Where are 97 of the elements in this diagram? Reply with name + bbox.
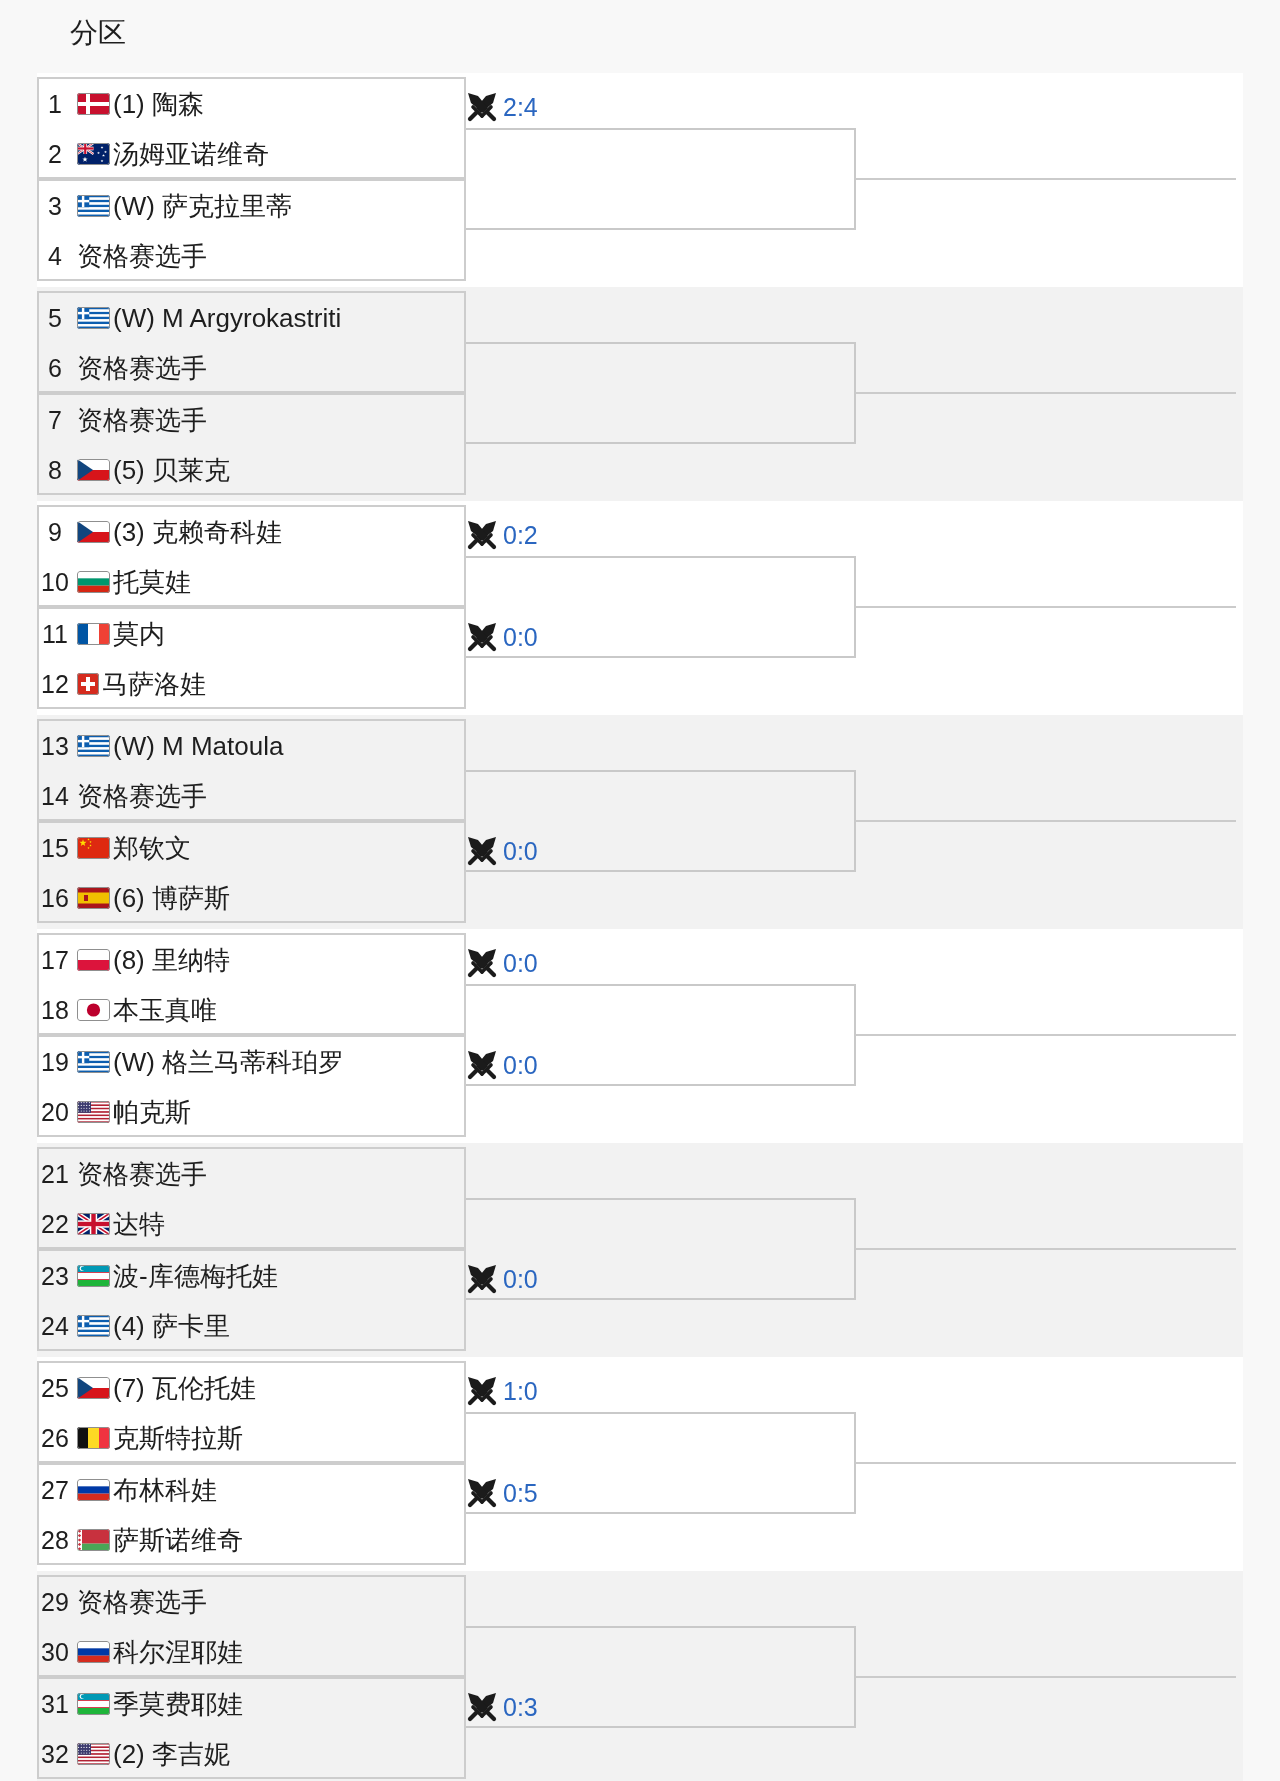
draw-number: 25 [41,1374,69,1402]
player-name: 汤姆亚诺维奇 [113,138,269,170]
player-name: 本玉真唯 [113,994,217,1026]
draw-number: 23 [41,1262,69,1290]
player-name: 资格赛选手 [77,352,207,384]
player-name: (8) 里纳特 [113,944,230,976]
head-to-head-score: 0:0 [503,948,538,978]
draw-number: 1 [48,90,62,118]
head-to-head-score: 0:5 [503,1478,538,1508]
draw-number: 5 [48,304,62,332]
head-to-head-score: 2:4 [503,92,538,122]
draw-number: 2 [48,140,62,168]
bracket-box [464,770,856,872]
bracket-line [855,1676,1237,1678]
bracket-box [464,984,856,1086]
player-name: 资格赛选手 [77,780,207,812]
player-name: (W) 萨克拉里蒂 [113,190,293,222]
player-name: (W) 格兰马蒂科珀罗 [113,1046,345,1078]
match-box [37,719,466,821]
draw-number: 20 [41,1098,69,1126]
player-name: (7) 瓦伦托娃 [113,1372,256,1404]
draw-number: 21 [41,1160,69,1188]
draw-number: 31 [41,1690,69,1718]
bracket-line [855,606,1237,608]
bracket-line [855,1248,1237,1250]
draw-number: 19 [41,1048,69,1076]
player-name: (W) M Argyrokastriti [113,302,342,334]
bracket-line [855,392,1237,394]
player-name: 波-库德梅托娃 [113,1260,278,1292]
draw-number: 12 [41,670,69,698]
player-name: (5) 贝莱克 [113,454,230,486]
bracket-box [464,342,856,444]
bracket-box [464,556,856,658]
player-name: (2) 李吉妮 [113,1738,230,1770]
bracket-line [855,178,1237,180]
player-name: 克斯特拉斯 [113,1422,243,1454]
player-name: 资格赛选手 [77,1158,207,1190]
draw-number: 32 [41,1740,69,1768]
match-box [37,393,466,495]
player-name: 帕克斯 [113,1096,191,1128]
player-name: 资格赛选手 [77,404,207,436]
head-to-head-score: 1:0 [503,1376,538,1406]
match-box [37,1575,466,1677]
draw-number: 8 [48,456,62,484]
player-name: 资格赛选手 [77,1586,207,1618]
draw-number: 15 [41,834,69,862]
draw-number: 26 [41,1424,69,1452]
draw-number: 17 [41,946,69,974]
draw-number: 7 [48,406,62,434]
player-name: (W) M Matoula [113,730,284,762]
draw-number: 9 [48,518,62,546]
bracket-box [464,1626,856,1728]
title: 分区 [70,16,126,50]
player-name: 郑钦文 [113,832,191,864]
draw-number: 4 [48,242,62,270]
head-to-head-score: 0:3 [503,1692,538,1722]
draw-number: 18 [41,996,69,1024]
player-name: 科尔涅耶娃 [113,1636,243,1668]
player-name: 资格赛选手 [77,240,207,272]
draw-number: 11 [42,620,68,648]
draw-number: 14 [41,782,69,810]
head-to-head-score: 0:0 [503,1050,538,1080]
player-name: (3) 克赖奇科娃 [113,516,282,548]
player-name: 布林科娃 [113,1474,217,1506]
draw-number: 28 [41,1526,69,1554]
bracket-line [855,820,1237,822]
head-to-head-score: 0:0 [503,622,538,652]
draw-number: 3 [48,192,62,220]
player-name: 达特 [113,1208,165,1240]
match-box [37,291,466,393]
draw-number: 16 [41,884,69,912]
match-box [37,1147,466,1249]
player-name: 马萨洛娃 [102,668,206,700]
player-name: 季莫费耶娃 [113,1688,243,1720]
draw-number: 27 [41,1476,69,1504]
bracket-line [855,1034,1237,1036]
bracket-box [464,1412,856,1514]
player-name: 托莫娃 [113,566,191,598]
bracket-box [464,1198,856,1300]
draw-number: 10 [41,568,69,596]
player-name: 萨斯诺维奇 [113,1524,243,1556]
player-name: (6) 博萨斯 [113,882,230,914]
draw-number: 22 [41,1210,69,1238]
head-to-head-score: 0:0 [503,1264,538,1294]
player-name: 莫内 [113,618,165,650]
player-name: (4) 萨卡里 [113,1310,230,1342]
draw-number: 29 [41,1588,69,1616]
bracket-line [855,1462,1237,1464]
head-to-head-score: 0:0 [503,836,538,866]
draw-number: 6 [48,354,62,382]
head-to-head-score: 0:2 [503,520,538,550]
draw-number: 30 [41,1638,69,1666]
bracket-box [464,128,856,230]
player-name: (1) 陶森 [113,88,204,120]
draw-number: 24 [41,1312,69,1340]
draw-number: 13 [41,732,69,760]
match-box [37,179,466,281]
